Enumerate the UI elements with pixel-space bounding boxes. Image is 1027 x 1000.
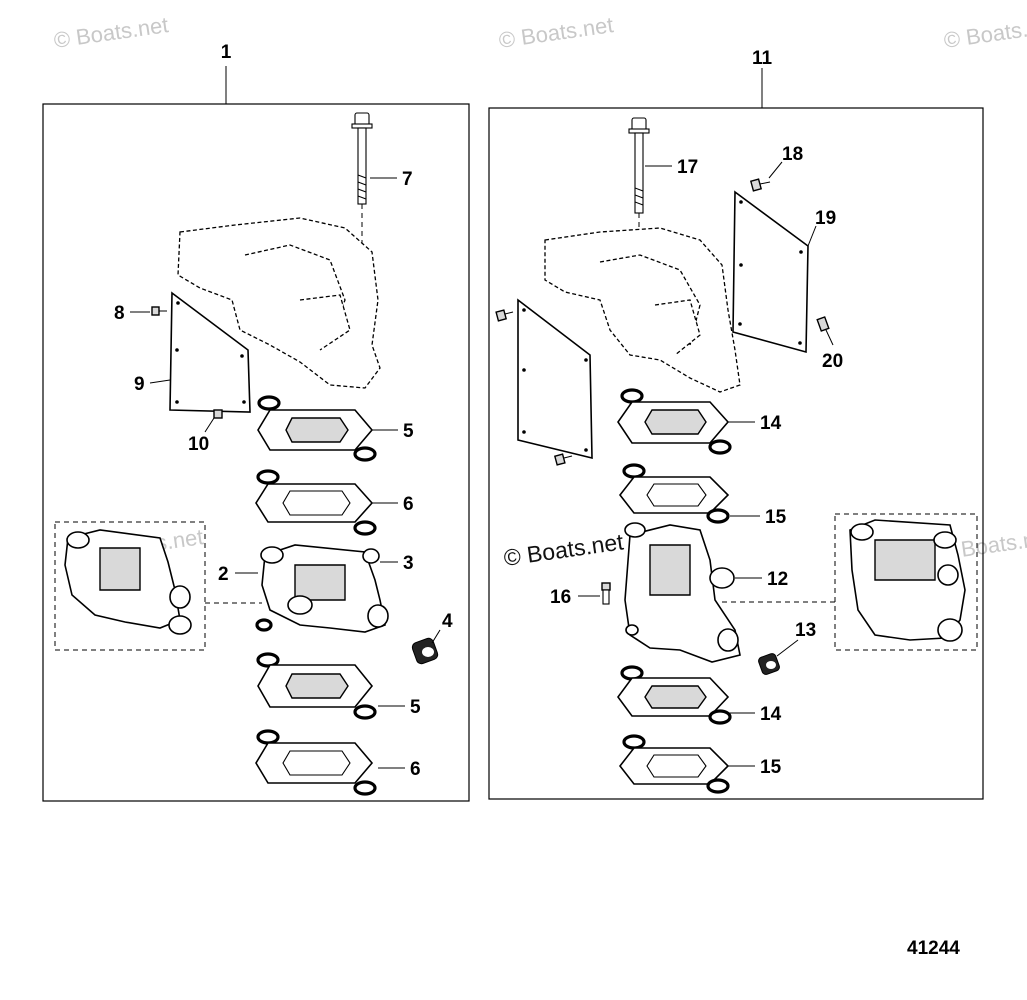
exhaust-elbow-icon — [64, 529, 192, 635]
figure-number: 41244 — [907, 938, 960, 959]
plug-icon — [362, 548, 380, 564]
callout-7: 7 — [402, 169, 413, 190]
callout-3: 3 — [403, 553, 414, 574]
callout-5: 5 — [410, 697, 421, 718]
watermark-1: © Boats.net — [52, 12, 170, 53]
callout-2: 2 — [218, 564, 229, 585]
watermark-3: © Boats.net — [942, 12, 1027, 53]
callout-12: 12 — [767, 569, 788, 590]
screw-icon — [495, 309, 514, 322]
assembly-left-frame — [42, 103, 470, 802]
callout-5: 5 — [403, 421, 414, 442]
gasket-icon — [256, 652, 377, 720]
exhaust-elbow-icon — [624, 522, 741, 663]
callout-6: 6 — [410, 759, 421, 780]
exhaust-elbow-icon — [849, 519, 966, 642]
watermark-overlay: © Boats.net — [502, 528, 626, 571]
assembly-right-frame — [488, 107, 984, 800]
gasket-icon — [618, 734, 730, 794]
callout-11: 11 — [752, 48, 773, 69]
assembly-left: 1 7 8 — [42, 42, 470, 802]
screw-icon — [749, 178, 771, 192]
callout-20: 20 — [822, 351, 843, 372]
callout-17: 17 — [677, 157, 698, 178]
screw-icon — [553, 453, 573, 466]
callout-14: 14 — [760, 413, 782, 434]
gasket-icon — [255, 469, 377, 536]
cover-plate-icon — [732, 190, 809, 354]
callout-15: 15 — [765, 507, 787, 528]
gasket-icon — [617, 665, 732, 725]
callout-9: 9 — [134, 374, 145, 395]
gasket-icon — [618, 463, 730, 524]
callout-14: 14 — [760, 704, 782, 725]
cover-plate-icon — [517, 298, 593, 460]
detail-inset-left — [54, 521, 206, 651]
assembly-right: 11 17 18 — [488, 48, 984, 800]
callout-16: 16 — [550, 587, 571, 608]
cover-plate-icon — [169, 291, 251, 413]
engine-block-icon — [177, 217, 381, 389]
callout-8: 8 — [114, 303, 125, 324]
screw-icon — [601, 582, 611, 605]
screw-icon — [151, 306, 167, 316]
callout-6: 6 — [403, 494, 414, 515]
callout-1: 1 — [221, 42, 232, 63]
callout-15: 15 — [760, 757, 782, 778]
gasket-icon — [617, 388, 732, 455]
gasket-icon — [257, 395, 377, 462]
fitting-icon — [411, 637, 439, 665]
screw-icon — [213, 409, 223, 419]
gasket-icon — [255, 729, 377, 796]
engine-block-icon — [544, 227, 741, 393]
screw-icon — [816, 316, 830, 332]
callout-18: 18 — [782, 144, 803, 165]
callout-13: 13 — [795, 620, 816, 641]
watermark-2: © Boats.net — [497, 12, 615, 53]
exhaust-elbow-icon — [255, 544, 389, 633]
callout-19: 19 — [815, 208, 836, 229]
fitting-icon — [758, 653, 780, 675]
detail-inset-right — [834, 513, 978, 651]
callout-10: 10 — [188, 434, 209, 455]
callout-4: 4 — [442, 611, 453, 632]
